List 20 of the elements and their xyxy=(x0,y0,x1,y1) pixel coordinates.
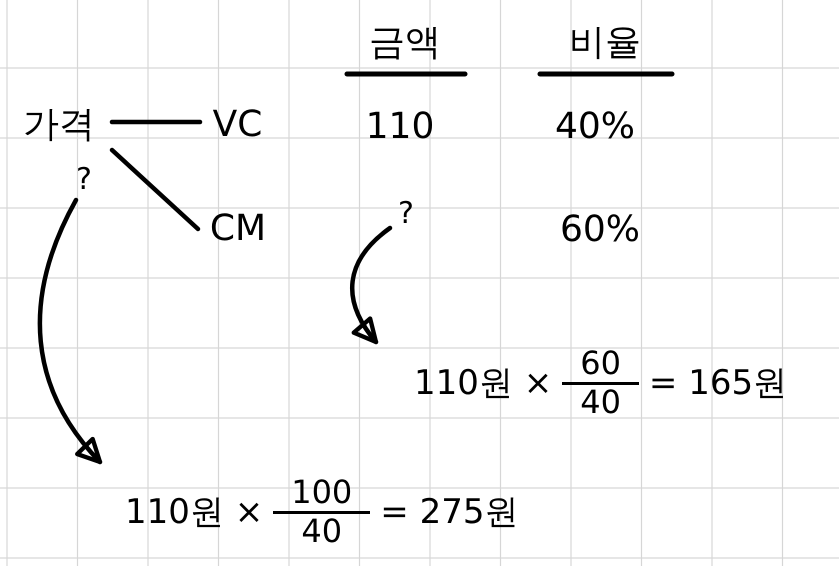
connector-line xyxy=(110,120,202,124)
table-value: 110 xyxy=(364,105,436,149)
formula-text: = 165원 xyxy=(648,366,788,400)
formula-text: = 275원 xyxy=(380,495,518,529)
formula-text: 110원 × xyxy=(125,495,264,529)
table-value: 60% xyxy=(558,208,641,252)
handwritten-term: VC xyxy=(200,100,275,150)
handwritten-term: CM xyxy=(198,205,278,253)
formula-text: 110원 × xyxy=(414,366,552,400)
fraction: 60 40 xyxy=(562,346,639,420)
connector-line xyxy=(110,148,200,232)
question-mark: ? xyxy=(68,158,100,202)
fraction: 100 40 xyxy=(273,475,370,549)
handwritten-term: 가격 xyxy=(6,100,112,150)
column-header: 비율 xyxy=(568,21,642,65)
arrow xyxy=(38,198,102,464)
column-header: 금액 xyxy=(368,21,442,65)
arrow xyxy=(350,226,392,344)
table-value: 40% xyxy=(554,105,636,149)
question-mark: ? xyxy=(390,192,422,236)
